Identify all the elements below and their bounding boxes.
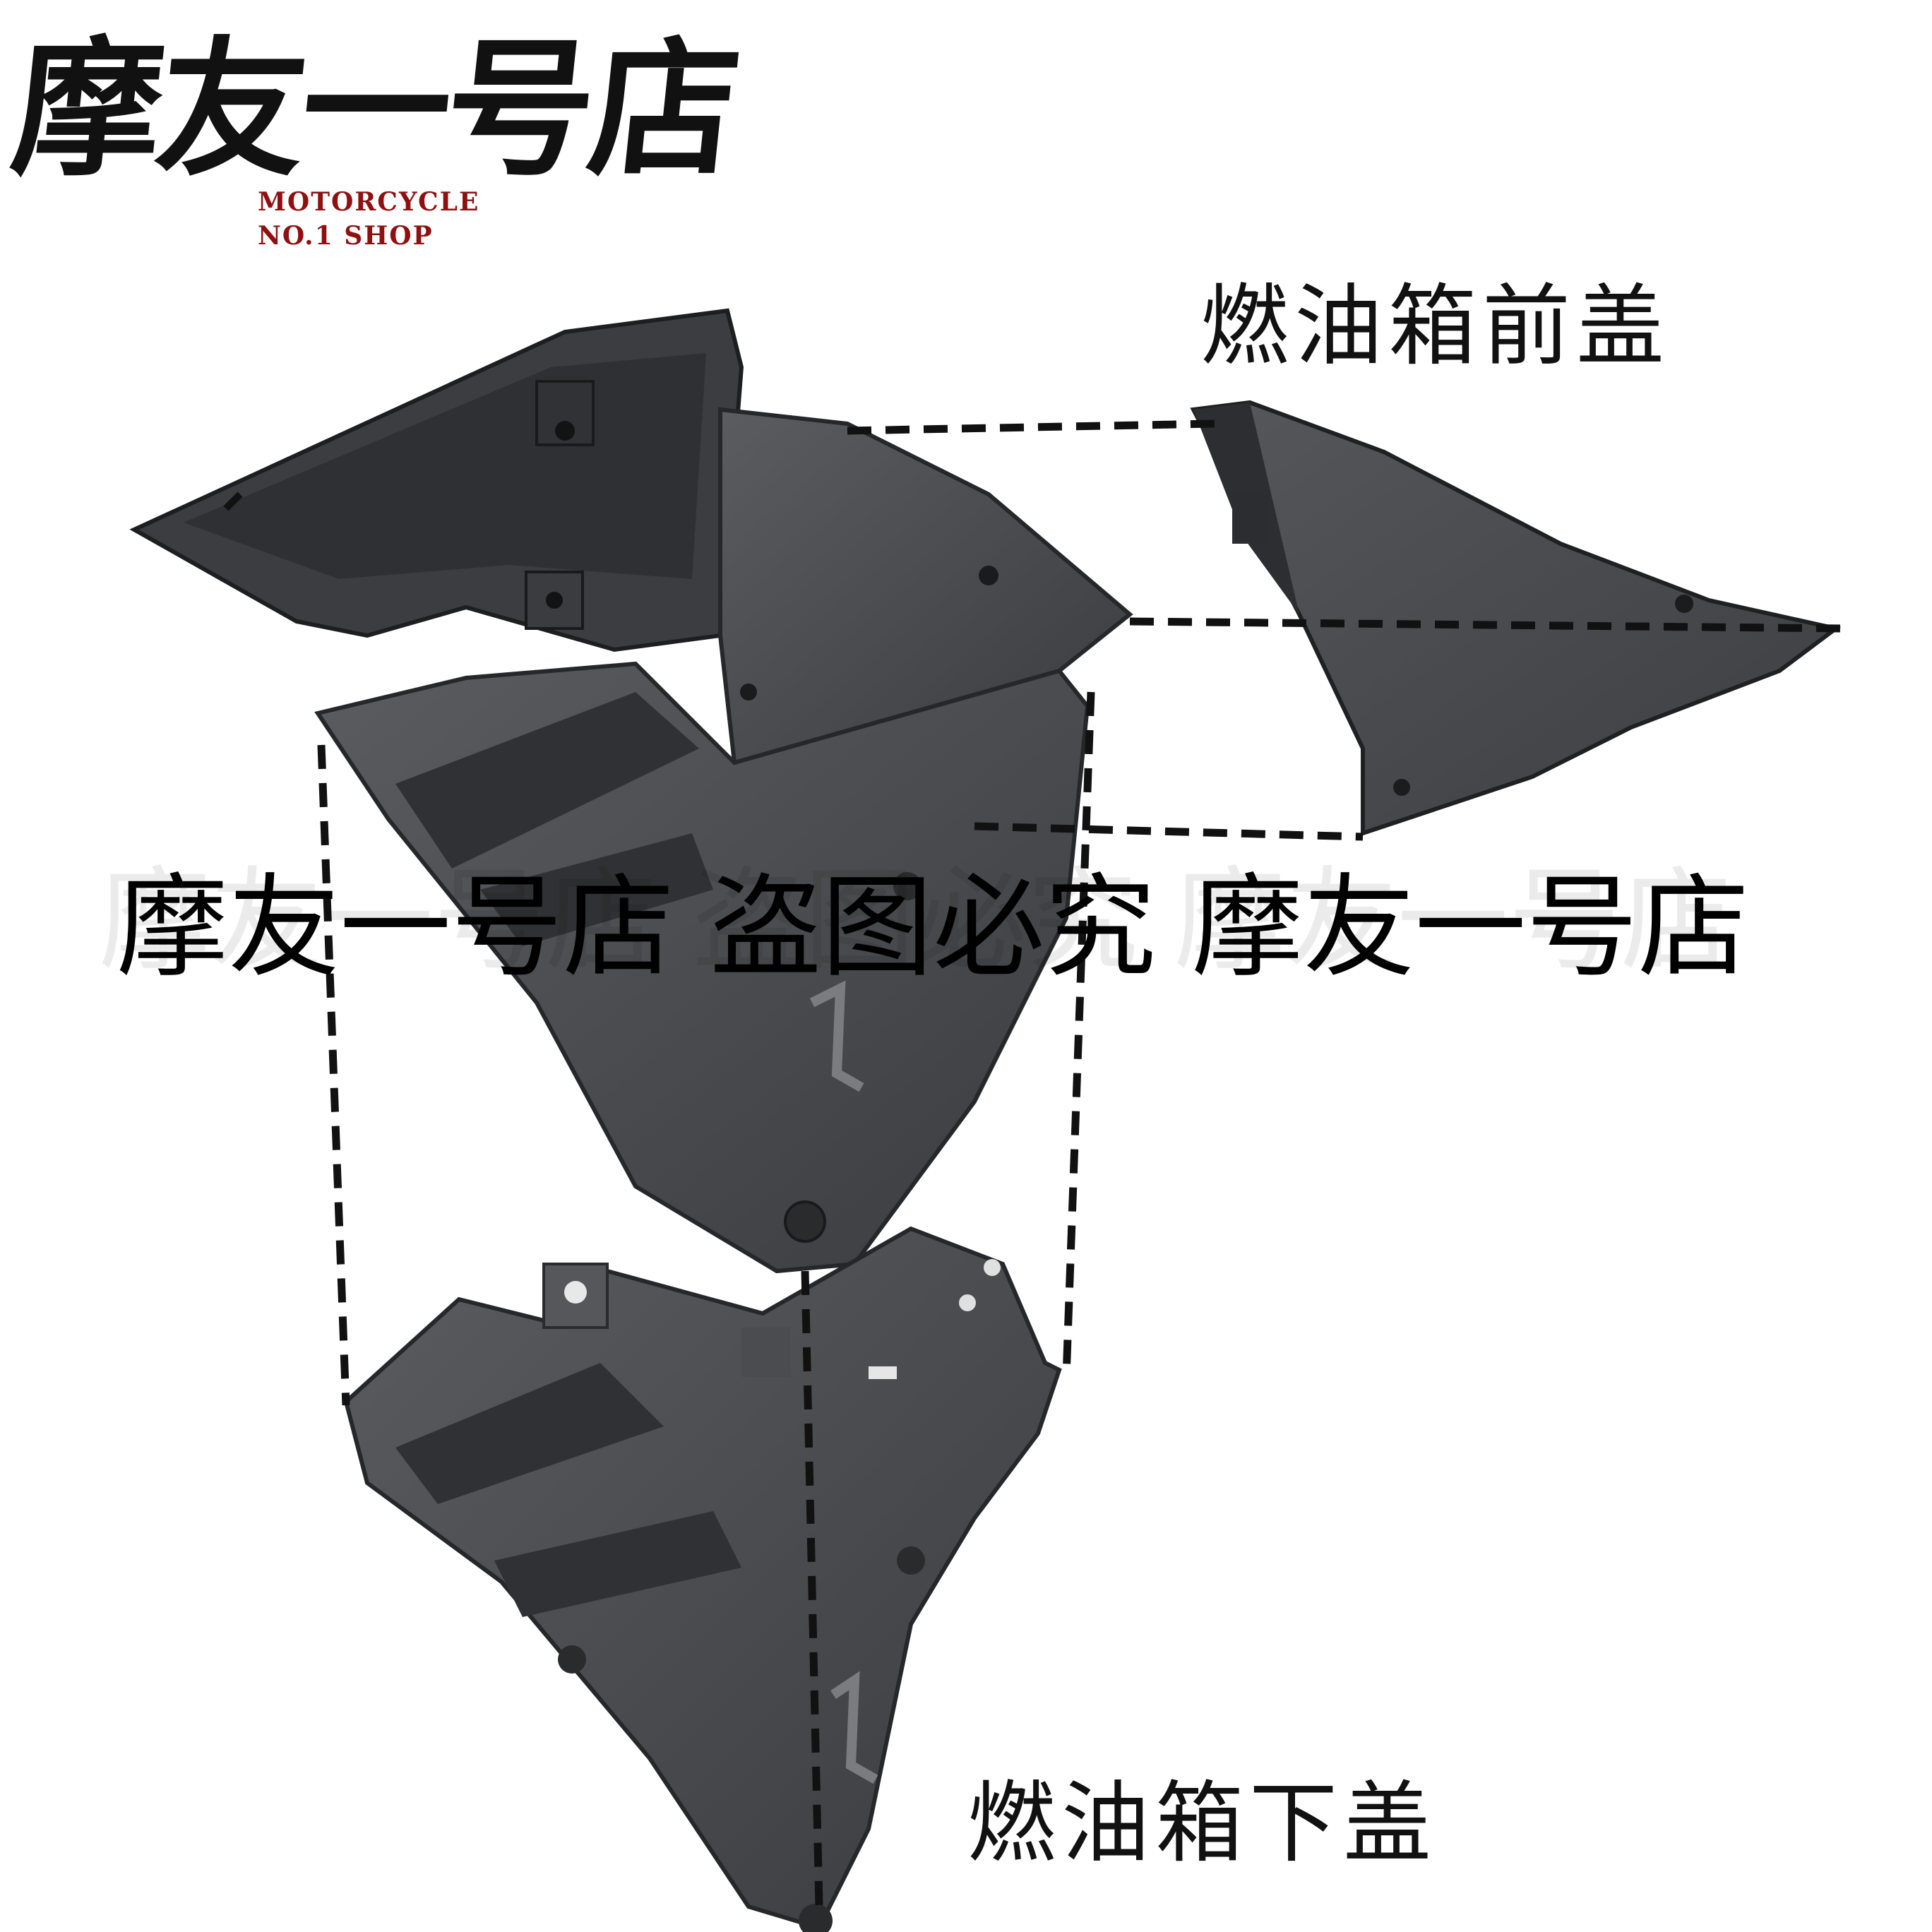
shop-logo: 摩友一号店 MOTORCYCLE NO.1 SHOP: [5, 22, 744, 261]
watermark-ghost-text: 摩友一号店 盗图必究 摩友一号店: [99, 856, 1732, 986]
logo-english-line1: MOTORCYCLE: [258, 187, 480, 217]
lower-cover-part: [343, 1226, 1062, 1932]
logo-english-text: MOTORCYCLE NO.1 SHOP: [258, 185, 479, 253]
label-lower-cover: 燃油箱下盖: [967, 1772, 1437, 1875]
front-cover-part: [1190, 400, 1842, 837]
watermark-text: 摩友一号店 盗图必究 摩友一号店: [117, 863, 1750, 993]
guide-lines: [317, 419, 1844, 1907]
assembled-fuel-tank-cover: [129, 308, 1133, 1274]
logo-chinese-text: 摩友一号店: [5, 22, 744, 196]
logo-english-line2: NO.1 SHOP: [258, 221, 434, 251]
label-front-cover: 燃油箱前盖: [1200, 275, 1670, 378]
